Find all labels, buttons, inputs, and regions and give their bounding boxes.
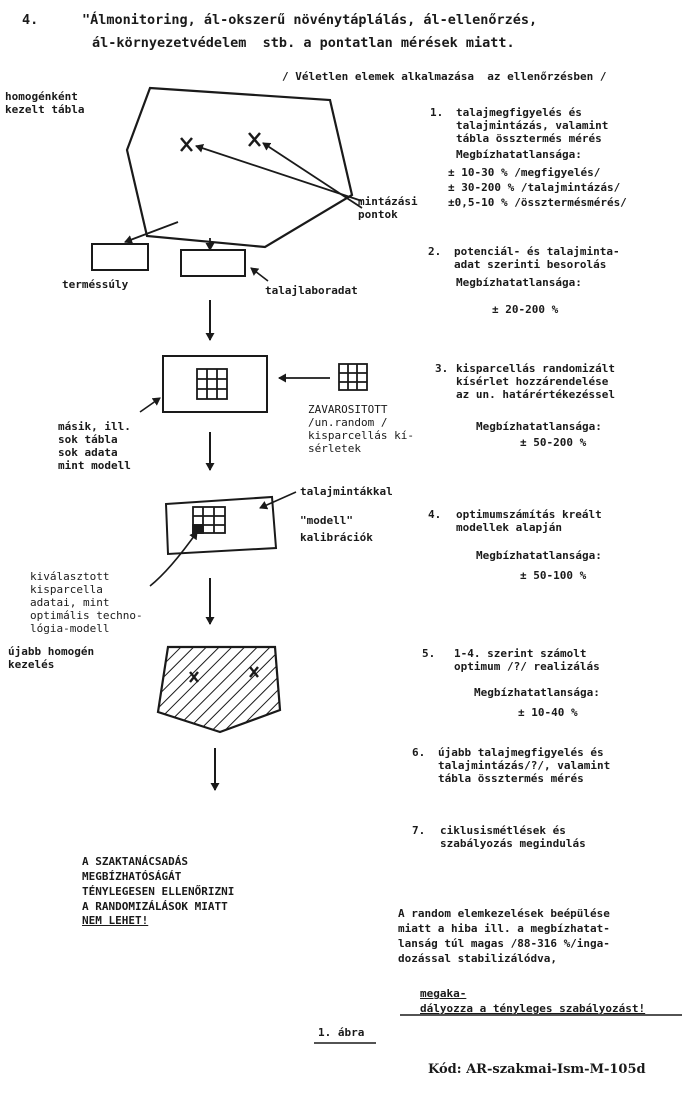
soil-sample-arrow — [259, 491, 297, 510]
disturbed-trials-label: ZAVAROSITOTT /un.random / kisparcellás k… — [308, 403, 414, 455]
sample-points-label: mintázási pontok — [358, 195, 418, 221]
sample-point-arrow — [195, 143, 363, 202]
other-fields-label: másik, ill. sok tábla sok adata mint mod… — [58, 420, 131, 472]
random-trial-grid — [338, 363, 368, 391]
treatment-marker — [189, 666, 259, 683]
calibration-box — [164, 495, 278, 556]
plot-grid — [196, 368, 228, 400]
yield-weight-label: terméssúly — [62, 278, 129, 291]
heading-subtitle: / Véletlen elemek alkalmazása az ellenőr… — [282, 70, 607, 83]
lab-label-arrow — [250, 267, 269, 282]
sample-point-arrow — [262, 142, 363, 209]
trial-model-box — [162, 355, 268, 413]
field-to-yield-arrow — [124, 221, 179, 244]
soil-lab-box — [180, 249, 246, 277]
sample-point-marker — [180, 137, 193, 152]
new-treatment-label: újabb homogén kezelés — [8, 645, 95, 671]
heading-number: 4. — [22, 12, 39, 28]
heading-line-1: "Álmonitoring, ál-okszerű növénytáplálás… — [82, 12, 538, 28]
model-calibrations-label: "modell" kalibrációk — [300, 514, 373, 544]
heading-line-2: ál-környezetvédelem stb. a pontatlan mér… — [92, 35, 515, 51]
selected-plot-label: kiválasztott kisparcella adatai, mint op… — [30, 570, 143, 635]
figure-caption: 1. ábra — [318, 1026, 365, 1039]
sample-point-marker — [248, 132, 261, 147]
yield-weight-box — [91, 243, 149, 271]
new-treatment-field — [156, 645, 282, 734]
other-fields-arrow — [139, 397, 161, 413]
selected-plot-arrow — [149, 531, 198, 587]
document-code: Kód: AR-szakmai-Ism-M-105d — [428, 1062, 646, 1077]
homogeneous-field-shape — [125, 86, 354, 249]
homogeneous-field-label: homogénként kezelt tábla — [5, 90, 85, 116]
selected-plot-grid — [192, 506, 226, 534]
soil-lab-label: talajlaboradat — [265, 284, 358, 297]
soil-samples-label: talajmintákkal — [300, 485, 393, 498]
